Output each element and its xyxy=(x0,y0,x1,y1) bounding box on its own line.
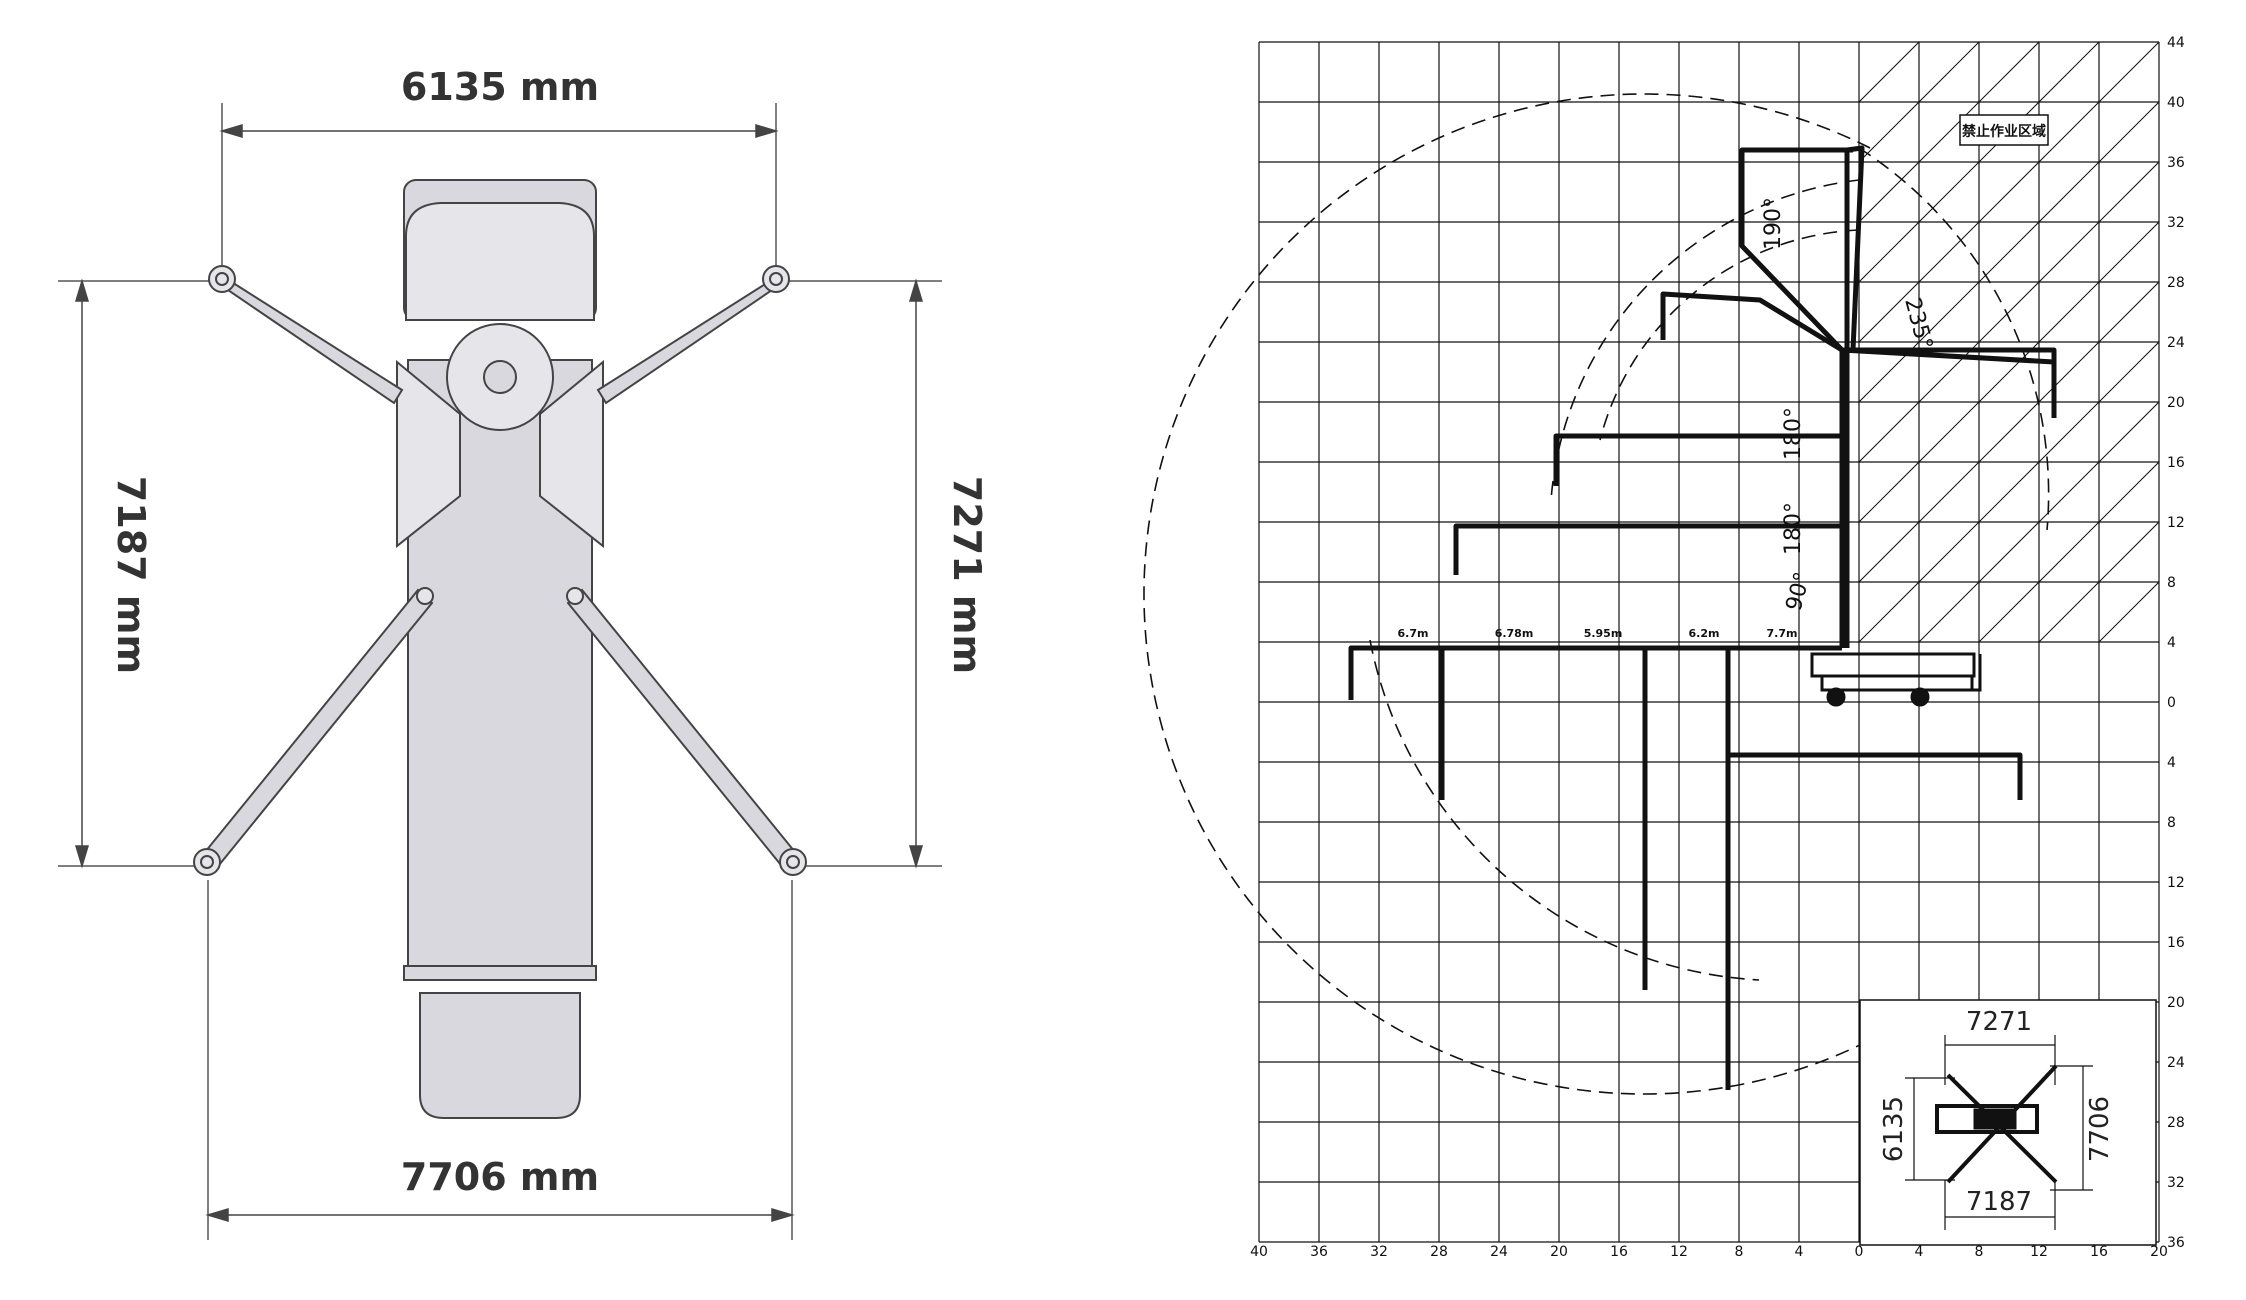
boom-180-upper xyxy=(1553,433,1845,486)
y-tick-label: 40 xyxy=(2167,95,2185,111)
inset-top-dim: 7271 xyxy=(1966,1007,2032,1037)
boom-horizontal xyxy=(1348,645,2023,1090)
hatch-line xyxy=(2038,521,2159,642)
y-tick-label: 16 xyxy=(2167,935,2185,951)
x-tick-label: 20 xyxy=(1550,1244,1568,1260)
hatch-line xyxy=(1859,221,2159,523)
reach-envelopes xyxy=(1143,93,2050,1095)
outrigger-front-right xyxy=(596,271,784,405)
svg-text:5.95m: 5.95m xyxy=(1584,627,1623,640)
y-tick-label: 4 xyxy=(2167,755,2176,771)
x-tick-label: 16 xyxy=(2090,1244,2108,1260)
truck-body xyxy=(396,179,604,1119)
x-tick-label: 40 xyxy=(1250,1244,1268,1260)
svg-text:6.2m: 6.2m xyxy=(1689,627,1720,640)
svg-text:6.78m: 6.78m xyxy=(1495,627,1534,640)
y-tick-label: 36 xyxy=(2167,1235,2185,1251)
y-tick-label: 32 xyxy=(2167,215,2185,231)
svg-text:180°: 180° xyxy=(1781,502,1806,555)
hatch-line xyxy=(1918,401,2159,642)
x-tick-label: 12 xyxy=(1670,1244,1688,1260)
boom-235 xyxy=(1841,347,2057,418)
y-tick-label: 12 xyxy=(2167,875,2185,891)
y-tick-label: 0 xyxy=(2167,695,2176,711)
dimension-lines xyxy=(74,123,924,1223)
boom-180-lower xyxy=(1453,523,1845,575)
outrigger-pads xyxy=(193,265,807,876)
right-wing xyxy=(539,359,604,549)
svg-text:90°: 90° xyxy=(1782,569,1816,613)
truck-side-view xyxy=(1810,652,1982,707)
hatch-line xyxy=(1859,42,1980,163)
svg-text:6.7m: 6.7m xyxy=(1398,627,1429,640)
y-tick-label: 16 xyxy=(2167,455,2185,471)
hatch-line xyxy=(2219,42,2246,642)
outrigger-front-left xyxy=(216,271,404,405)
x-tick-label: 16 xyxy=(1610,1244,1628,1260)
svg-text:180°: 180° xyxy=(1781,407,1806,460)
x-tick-label: 24 xyxy=(1490,1244,1508,1260)
hatch-line xyxy=(1859,42,2159,343)
y-tick-label: 44 xyxy=(2167,35,2185,51)
x-tick-label: 32 xyxy=(1370,1244,1388,1260)
outrigger-rear-right xyxy=(566,588,801,872)
y-tick-label: 4 xyxy=(2167,635,2176,651)
inset-diagram: 7271 7187 6135 7706 xyxy=(1859,999,2157,1246)
x-tick-label: 36 xyxy=(1310,1244,1328,1260)
y-tick-label: 24 xyxy=(2167,1055,2185,1071)
x-tick-label: 4 xyxy=(1915,1244,1924,1260)
svg-text:235°: 235° xyxy=(1899,295,1937,353)
y-tick-label: 36 xyxy=(2167,155,2185,171)
turret-pivot xyxy=(483,360,517,394)
rear-bumper xyxy=(403,965,597,981)
hatch-line xyxy=(1859,161,2159,463)
hatch-line xyxy=(1978,461,2159,642)
forbidden-zone-label: 禁止作业区域 xyxy=(1962,123,2046,140)
rear-span-label: 7706 mm xyxy=(401,1155,599,1199)
outrigger-rear-left xyxy=(199,588,434,872)
forbidden-zone-box xyxy=(1959,114,2049,146)
y-tick-label: 20 xyxy=(2167,395,2185,411)
boom-vertical xyxy=(1844,145,1865,648)
inset-left-dim: 6135 xyxy=(1879,1096,1909,1162)
left-wing xyxy=(396,359,461,549)
front-span-label: 6135 mm xyxy=(401,65,599,109)
y-tick-label: 20 xyxy=(2167,995,2185,1011)
svg-text:190°: 190° xyxy=(1761,197,1786,250)
x-tick-label: 4 xyxy=(1795,1244,1804,1260)
x-tick-label: 20 xyxy=(2150,1244,2168,1260)
x-tick-label: 12 xyxy=(2030,1244,2048,1260)
y-tick-label: 28 xyxy=(2167,1115,2185,1131)
y-tick-label: 24 xyxy=(2167,335,2185,351)
x-tick-label: 8 xyxy=(1735,1244,1744,1260)
inset-bottom-dim: 7187 xyxy=(1966,1187,2032,1217)
svg-text:7.7m: 7.7m xyxy=(1767,627,1798,640)
hatch-line xyxy=(1859,101,2159,403)
right-length-label: 7271 mm xyxy=(945,476,989,674)
x-tick-label: 0 xyxy=(1855,1244,1864,1260)
y-tick-label: 8 xyxy=(2167,575,2176,591)
boom-section-labels: 6.7m 6.78m 5.95m 6.2m 7.7m xyxy=(1398,627,1798,640)
y-tick-label: 8 xyxy=(2167,815,2176,831)
hatch-line xyxy=(1859,281,2159,583)
hopper xyxy=(419,992,581,1119)
hatch-line xyxy=(1859,42,2040,223)
y-tick-label: 32 xyxy=(2167,1175,2185,1191)
cab-roof xyxy=(405,202,595,321)
hatch-line xyxy=(1859,341,2159,642)
x-tick-label: 8 xyxy=(1975,1244,1984,1260)
y-tick-label: 12 xyxy=(2167,515,2185,531)
left-length-label: 7187 mm xyxy=(109,476,153,674)
boom-positions xyxy=(1348,145,2057,1090)
outrigger-top-view: 6135 mm 7706 mm 7187 mm 7271 mm xyxy=(58,65,989,1240)
x-tick-label: 28 xyxy=(1430,1244,1448,1260)
y-tick-label: 28 xyxy=(2167,275,2185,291)
boom-upper-left xyxy=(1660,291,1844,353)
inset-right-dim: 7706 xyxy=(2085,1096,2115,1162)
